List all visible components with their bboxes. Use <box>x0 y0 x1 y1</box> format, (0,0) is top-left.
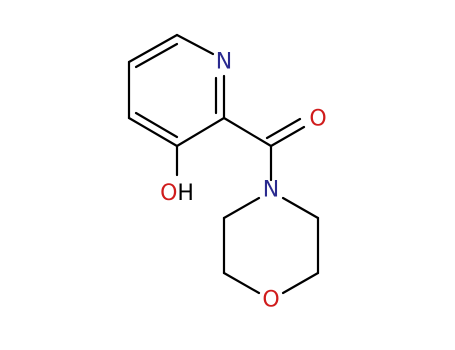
bond-n-ca <box>222 196 261 220</box>
bond-cd-n <box>281 196 320 220</box>
bond-c2-carbonyl <box>222 116 273 148</box>
atom-carbonyl-oxygen: O <box>309 107 326 132</box>
bond-co-double-inner <box>265 117 302 140</box>
atom-hydroxyl: OH <box>160 181 194 206</box>
bond-c6-c5 <box>127 33 179 64</box>
pyridine-ring <box>127 33 226 148</box>
bond-cb-o <box>222 271 261 295</box>
atom-pyridine-nitrogen: N <box>216 50 232 75</box>
morpholine-ring <box>222 196 320 295</box>
atom-ring-oxygen: O <box>262 288 279 313</box>
bond-c4-c3 <box>127 116 179 148</box>
bond-c3-c2 <box>175 116 226 148</box>
bond-co-double-outer <box>269 125 306 148</box>
bond-c4-c3-inner <box>134 111 179 139</box>
carbonyl-group <box>222 116 306 182</box>
bond-o-cc <box>281 271 320 295</box>
bond-c6-c5-inner <box>134 42 179 69</box>
bond-n1-c6 <box>175 33 215 56</box>
atom-amide-nitrogen: N <box>263 178 279 203</box>
